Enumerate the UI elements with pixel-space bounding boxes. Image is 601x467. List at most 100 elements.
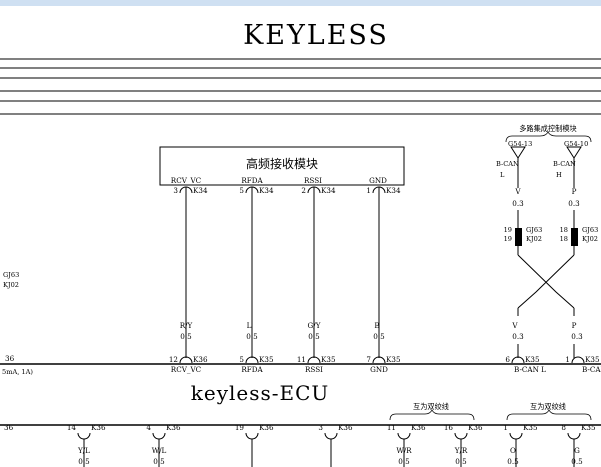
bottom-pin-number: 8 [561, 423, 566, 432]
ecu-pin-signal: GND [370, 365, 388, 374]
ecu-pin-conn: K35 [585, 355, 600, 364]
receiver-pin-signal: RCV_VC [171, 176, 202, 185]
twisted-pair-label: 互为双绞线 [530, 402, 566, 411]
bottom-wire-color: Y/L [77, 446, 90, 455]
receiver-connector-arcs [179, 186, 386, 194]
mux-module-label: 多路集成控制模块 [519, 124, 577, 133]
mux-wire-color: V [511, 321, 518, 330]
mux-wire-color: V [514, 187, 521, 196]
receiver-pin-signal: RFDA [241, 176, 263, 185]
bottom-connector-arcs [77, 432, 581, 440]
bottom-pin-conn: K35 [581, 423, 596, 432]
bottom-pin-conn: K35 [523, 423, 538, 432]
splice-number: 18 [560, 235, 568, 243]
bottom-wire-color: O [510, 446, 516, 455]
twisted-pair-brace [389, 409, 475, 421]
mux-pin-conn: G54-13 [508, 140, 532, 148]
bottom-pin-number: 14 [67, 423, 77, 432]
ecu-pin-signal: B-CAN L [514, 365, 546, 374]
mux-pin-conn: G54-10 [564, 140, 588, 148]
receiver-pin-number: 1 [366, 186, 371, 195]
bottom-wire-size: 0.5 [78, 457, 90, 466]
bottom-wire-size: 0.5 [571, 457, 583, 466]
ecu-pin-conn: K35 [386, 355, 401, 364]
top-band [0, 0, 601, 6]
ecu-pin-conn: K35 [525, 355, 540, 364]
ecu-pin-conn: K35 [259, 355, 274, 364]
bottom-wire-color: W/L [152, 446, 167, 455]
bottom-wire-size: 0.5 [398, 457, 410, 466]
ecu-pin-number: 5 [239, 355, 244, 364]
bottom-pin-number: 1 [503, 423, 508, 432]
left-current-note: 5mA, 1A) [2, 368, 33, 376]
splice-conn: KJ02 [526, 235, 542, 243]
wire-color: R/Y [180, 321, 193, 330]
mux-wire-size: 0.3 [512, 332, 524, 341]
wire-color: G/Y [308, 321, 321, 330]
header-rules [0, 58, 601, 115]
ecu-pin-number: 7 [366, 355, 371, 364]
bottom-pin-conn: K36 [259, 423, 274, 432]
receiver-pin-signal: GND [369, 176, 387, 185]
left-pin-label: 36 [5, 354, 15, 363]
wire-size: 0.5 [373, 332, 385, 341]
wire-size: 0.5 [180, 332, 192, 341]
receiver-module-box [159, 146, 405, 186]
splice-conn: GJ63 [526, 226, 542, 234]
ecu-pin-number: 1 [565, 355, 570, 364]
mux-pin-triangle [510, 146, 526, 159]
bottom-wire-size: 0.5 [153, 457, 165, 466]
mux-can-level: L [500, 171, 505, 179]
bottom-wire-color: G [574, 446, 580, 455]
mux-wire-size: 0.3 [571, 332, 583, 341]
splice-number: 19 [504, 226, 512, 234]
bottom-pin-conn: K36 [468, 423, 483, 432]
receiver-pin-conn: K34 [259, 186, 274, 195]
receiver-pin-number: 5 [239, 186, 244, 195]
splice-conn: GJ63 [582, 226, 598, 234]
bottom-wire-color: Y/R [454, 446, 468, 455]
ecu-pin-signal: B-CAN [582, 365, 601, 374]
ecu-pin-signal: RFDA [241, 365, 263, 374]
bottom-pin-number: 11 [387, 423, 396, 432]
left-note: GJ63 [3, 271, 19, 279]
bottom-wires [83, 439, 575, 467]
bottom-pin-conn: K36 [411, 423, 426, 432]
bottom-wire-size: 0.5 [507, 457, 519, 466]
ecu-pin-conn: K35 [321, 355, 336, 364]
mux-pin-triangle [566, 146, 582, 159]
receiver-pin-conn: K34 [386, 186, 401, 195]
bottom-pin-number: 16 [444, 423, 454, 432]
bottom-wire-color: W/R [396, 446, 412, 455]
splice-number: 18 [560, 226, 568, 234]
ecu-pin-signal: RSSI [305, 365, 323, 374]
splice-connector-block [571, 228, 578, 246]
mux-wire-size: 0.3 [568, 199, 580, 208]
bottom-pin-conn: K36 [91, 423, 106, 432]
mux-wire-color: P [572, 321, 577, 330]
ecu-pin-number: 11 [297, 355, 306, 364]
splice-connector-block [515, 228, 522, 246]
splice-number: 19 [504, 235, 512, 243]
wire-size: 0.5 [308, 332, 320, 341]
ecu-pin-conn: K36 [193, 355, 208, 364]
twisted-pair-brace [506, 409, 592, 421]
receiver-pin-conn: K34 [321, 186, 336, 195]
splice-conn: KJ02 [582, 235, 598, 243]
bottom-pin-conn: K36 [338, 423, 353, 432]
bottom-pin-number: 36 [4, 423, 14, 432]
ecu-pin-number: 6 [505, 355, 510, 364]
mux-can-label: B-CAN [496, 160, 519, 168]
bottom-pin-number: 19 [235, 423, 245, 432]
wire-color: B [374, 321, 379, 330]
wire-size: 0.5 [246, 332, 258, 341]
mux-module-brace [505, 131, 592, 143]
receiver-wires [185, 187, 380, 358]
mux-can-label: B-CAN [553, 160, 576, 168]
receiver-pin-number: 2 [301, 186, 306, 195]
receiver-pin-conn: K34 [193, 186, 208, 195]
receiver-module-label: 高频接收模块 [246, 156, 318, 171]
ecu-pin-signal: RCV_VC [171, 365, 202, 374]
ecu-label: keyless-ECU [191, 381, 330, 405]
